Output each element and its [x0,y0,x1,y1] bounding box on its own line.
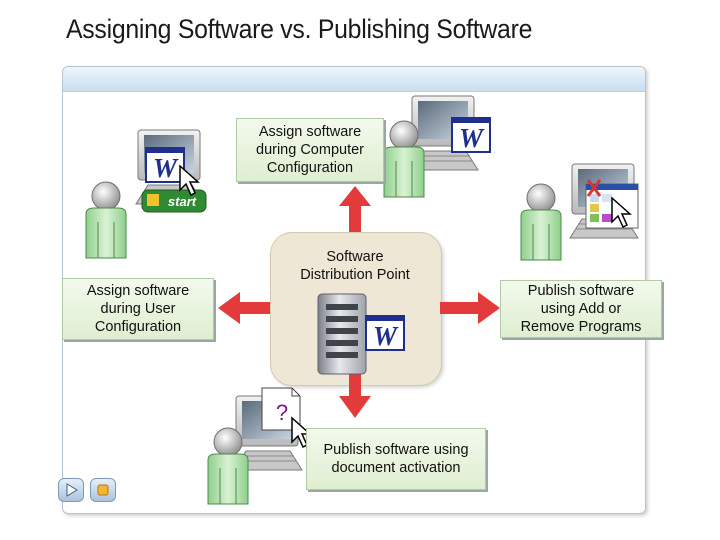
stop-button[interactable] [90,478,116,502]
word-document-icon [365,315,405,352]
unknown-document-icon: ? [261,387,301,431]
svg-text:start: start [168,194,197,209]
play-icon [66,483,78,497]
start-button-icon: start [141,189,207,213]
word-document-icon [145,147,185,184]
node-computer-configuration: Assign software during Computer Configur… [236,118,384,182]
panel-header-bar [63,67,645,92]
arrow-down [339,370,371,418]
stop-icon [97,484,109,496]
computer-user-icon [383,120,425,198]
arrow-left [218,292,270,324]
server-icon [317,293,367,375]
node-document-activation: Publish software using document activati… [306,428,486,490]
arrow-right [440,292,500,324]
arrow-up [339,186,371,232]
word-document-icon [451,117,491,154]
slide-title: Assigning Software vs. Publishing Softwa… [66,14,533,44]
distribution-point-label: Software Distribution Point [300,249,410,283]
svg-text:?: ? [276,400,288,425]
computer-user-icon [207,427,249,505]
computer-user-icon [520,183,562,261]
node-user-configuration: Assign software during User Configuratio… [62,278,214,340]
computer-user-icon [85,181,127,259]
play-button[interactable] [58,478,84,502]
node-add-remove-programs: Publish software using Add or Remove Pro… [500,280,662,338]
